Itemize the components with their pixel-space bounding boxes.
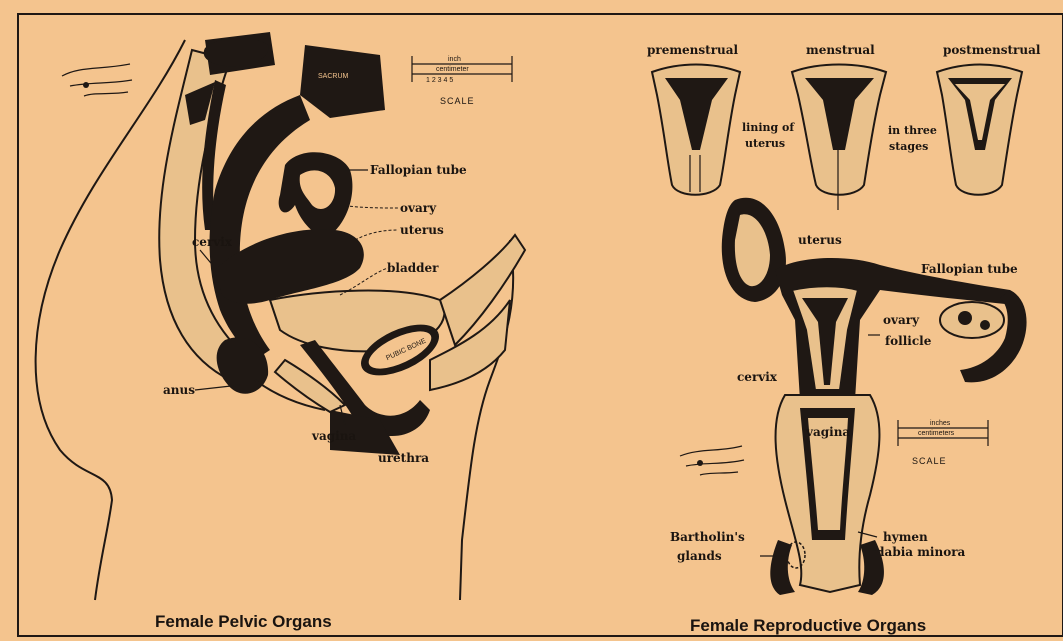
sacrum-text: SACRUM	[318, 73, 349, 80]
label-r-fallopian-tube: Fallopian tube	[921, 262, 1018, 276]
leader-uterus	[355, 230, 398, 240]
stage-note-right-2: stages	[889, 140, 928, 153]
stage-label-2: menstrual	[806, 43, 875, 57]
label-bladder: bladder	[387, 261, 439, 275]
stage-note-left-2: uterus	[745, 137, 785, 150]
artist-signature-left	[62, 64, 132, 96]
label-r-uterus: uterus	[798, 233, 842, 247]
uterus-stage-postmenstrual	[937, 65, 1022, 195]
stage-label-3: postmenstrual	[943, 43, 1041, 57]
label-vagina: vagina	[311, 429, 356, 443]
label-r-bartholins-1: Bartholin's	[670, 530, 745, 544]
caption-right: Female Reproductive Organs	[690, 616, 926, 635]
vertebra-block	[300, 45, 385, 118]
scale-right-label: SCALE	[912, 456, 947, 466]
label-r-labia-minora: labia minora	[880, 545, 966, 559]
scale-right-inches: inches	[930, 420, 951, 427]
scale-left-cm: centimeter	[436, 66, 469, 73]
scale-left-numbers: 1 2 3 4 5	[426, 77, 453, 84]
pelvic-section-drawing: SACRUM PUBIC BONE	[36, 32, 525, 600]
scale-left: inch centimeter 1 2 3 4 5 SCALE	[412, 56, 512, 106]
label-r-follicle: follicle	[885, 334, 932, 348]
label-ovary: ovary	[400, 201, 437, 215]
label-r-vagina: vagina	[805, 425, 850, 439]
stage-label-1: premenstrual	[647, 43, 739, 57]
artist-signature-right	[680, 446, 744, 475]
uterus-stage-menstrual	[792, 65, 886, 211]
uterus-stage-premenstrual	[652, 65, 740, 195]
label-anus: anus	[163, 383, 195, 397]
label-uterus: uterus	[400, 223, 444, 237]
label-fallopian-tube: Fallopian tube	[370, 163, 467, 177]
scale-right-cm: centimeters	[918, 430, 955, 437]
label-cervix: cervix	[192, 235, 233, 249]
label-r-cervix: cervix	[737, 370, 778, 384]
label-urethra: urethra	[378, 451, 429, 465]
uterus-stages	[652, 65, 1022, 211]
scale-left-label: SCALE	[440, 96, 475, 106]
buttock-outline	[36, 40, 185, 600]
reproductive-organs-drawing	[722, 198, 1027, 595]
stage-note-left-1: lining of	[742, 121, 795, 134]
scale-right: inches centimeters SCALE	[898, 420, 988, 466]
caption-left: Female Pelvic Organs	[155, 612, 332, 631]
label-r-ovary: ovary	[883, 313, 920, 327]
stage-note-right-1: in three	[888, 124, 937, 137]
label-r-hymen: hymen	[883, 530, 928, 544]
label-r-bartholins-2: glands	[677, 549, 722, 563]
scale-left-inch: inch	[448, 56, 461, 63]
